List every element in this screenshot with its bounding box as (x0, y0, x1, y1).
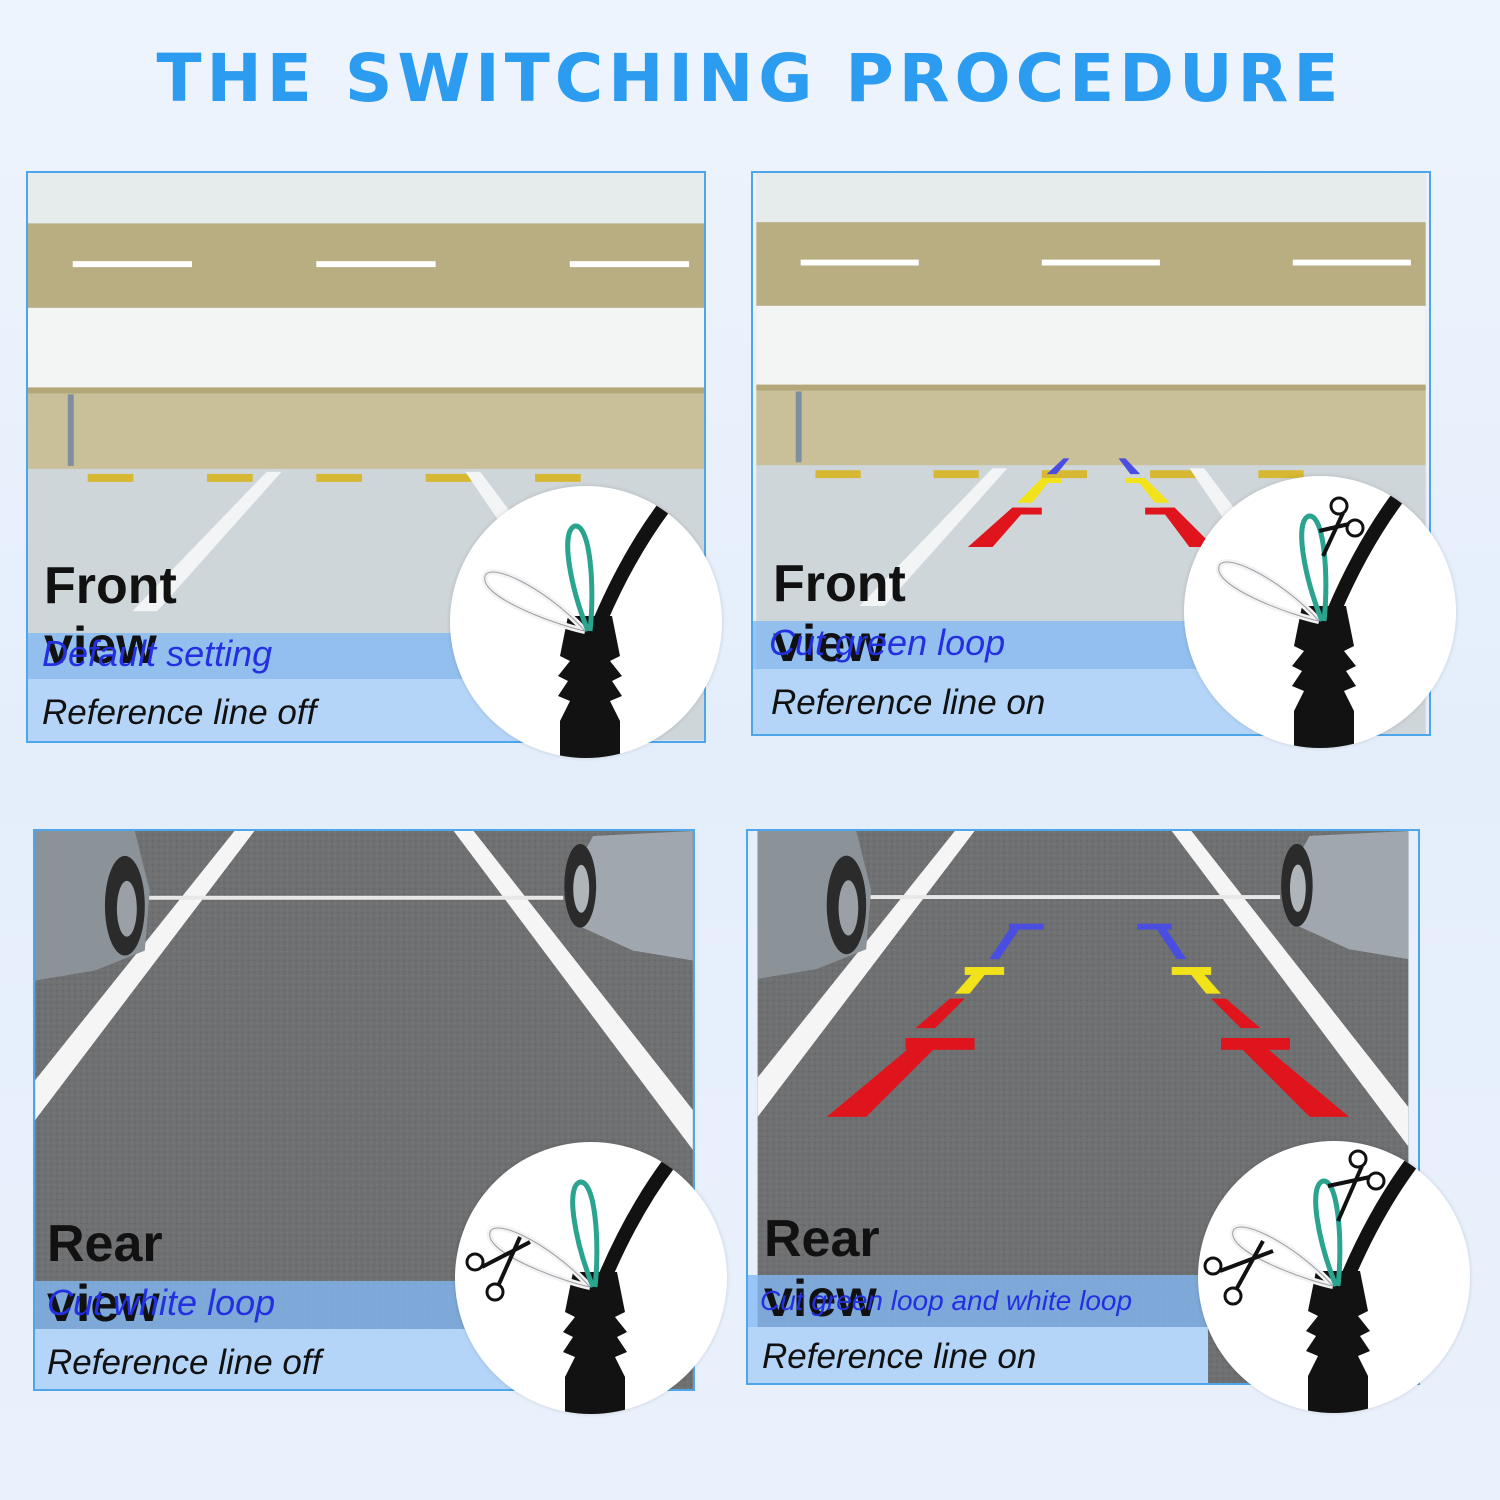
view-label: Front view (44, 557, 177, 675)
reference-label: Reference line off (47, 1343, 322, 1382)
setting-label: Cut green loop and white loop (760, 1285, 1133, 1316)
setting-band (753, 621, 1253, 669)
page-title: THE SWITCHING PROCEDURE (156, 40, 1344, 117)
setting-label: Default setting (42, 633, 273, 674)
reference-label: Reference line on (771, 683, 1046, 722)
setting-band (35, 1281, 515, 1329)
reference-label: Reference line on (762, 1337, 1037, 1376)
green-wire-loop (1299, 513, 1329, 622)
view-label: Rear view (764, 1210, 880, 1328)
green-wire-loop (570, 1179, 600, 1288)
scissors-icon (465, 1236, 531, 1302)
wire-loop-inset (1184, 476, 1456, 748)
setting-label: Cut white loop (47, 1282, 276, 1323)
reference-label: Reference line off (42, 693, 317, 732)
garage-photo (26, 171, 706, 743)
wire-loop-inset (1198, 1141, 1470, 1413)
garage-photo (751, 171, 1431, 736)
scissors-icon (1318, 496, 1365, 557)
green-wire-loop (565, 523, 595, 632)
wire-loop-inset (455, 1142, 727, 1414)
reference-band (35, 1329, 515, 1389)
parking-lot-photo (746, 829, 1420, 1385)
reference-band (748, 1327, 1208, 1383)
green-wire-loop (1313, 1178, 1343, 1287)
scissors-icon (1327, 1149, 1386, 1222)
view-label: Rear view (47, 1215, 163, 1333)
wire-loop-inset (450, 486, 722, 758)
reference-band (28, 679, 528, 741)
reference-band (753, 669, 1253, 734)
scissors-icon (1203, 1240, 1274, 1306)
view-label: Front view (773, 555, 906, 673)
setting-label: Cut green loop (769, 622, 1006, 663)
parking-lot-photo (33, 829, 695, 1391)
setting-band (28, 633, 528, 679)
setting-band (748, 1275, 1208, 1327)
